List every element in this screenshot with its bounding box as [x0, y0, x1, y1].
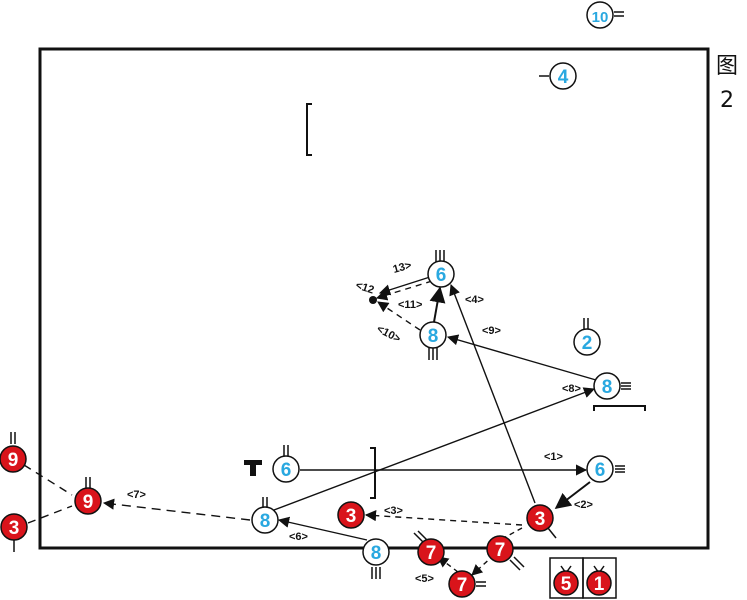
blue-player-6-left: 6 [272, 455, 300, 483]
red-player-3-mid: 3 [337, 501, 365, 529]
path-2-line [554, 481, 591, 509]
red-player-7-c: 7 [448, 570, 476, 598]
path-6-line [277, 516, 368, 541]
path-label-6: <6> [289, 531, 308, 543]
bracket-screen [370, 447, 376, 499]
svg-text:7: 7 [457, 575, 468, 596]
bracket-top [306, 103, 312, 156]
path-label-11: <11> [398, 299, 422, 311]
svg-text:8: 8 [260, 511, 271, 532]
blue-player-8-baseline: 8 [362, 538, 390, 566]
t-marker-icon [244, 460, 262, 476]
red-player-9-outside: 9 [0, 445, 27, 473]
blue-player-8-right: 8 [593, 372, 621, 400]
blue-player-8-bottom: 8 [251, 506, 279, 534]
red-player-9: 9 [74, 487, 102, 515]
blue-player-4: 4 [549, 62, 577, 90]
blue-player-6-right: 6 [586, 455, 614, 483]
svg-text:3: 3 [535, 509, 546, 530]
path-7-line [102, 498, 251, 521]
path-label-4: <4> [465, 294, 484, 306]
path-4-line [449, 283, 536, 504]
path-9-line [446, 334, 597, 381]
svg-text:10: 10 [592, 9, 609, 26]
player-ticks [10, 11, 631, 587]
svg-text:9: 9 [8, 450, 19, 471]
path-labels: <1> <2> <3> <4> <5> <6> <7> <8> <9> <10>… [127, 259, 593, 585]
path-out9-line [23, 464, 73, 496]
figure-label-char: 图 [715, 54, 738, 79]
svg-text:6: 6 [595, 460, 606, 481]
blue-player-6-top: 6 [427, 260, 455, 288]
svg-text:6: 6 [436, 265, 447, 286]
svg-text:4: 4 [558, 67, 569, 88]
ball-icon [369, 296, 377, 304]
svg-text:8: 8 [371, 543, 382, 564]
blue-player-10: 10 [586, 1, 614, 29]
red-player-3-outside: 3 [0, 513, 28, 541]
path-8-line [273, 387, 596, 511]
path-label-10: <10> [375, 323, 403, 345]
path-label-13: 13> [392, 259, 413, 275]
svg-text:6: 6 [281, 460, 292, 481]
path-out3-line [27, 505, 73, 524]
path-label-2: <2> [574, 499, 593, 511]
svg-text:8: 8 [602, 377, 613, 398]
path-label-5: <5> [415, 573, 434, 585]
path-label-8: <8> [562, 383, 581, 395]
path-12-line [375, 280, 433, 301]
path-label-7: <7> [127, 489, 146, 501]
path-label-1: <1> [544, 451, 563, 463]
red-player-7-b: 7 [486, 535, 514, 563]
red-player-1-bench: 1 [586, 570, 612, 596]
bracket-right [593, 405, 646, 411]
path-13-line [378, 276, 431, 296]
blue-player-2: 2 [573, 328, 601, 356]
red-player-3-right: 3 [526, 504, 554, 532]
path-label-12: <12 [354, 279, 375, 296]
blue-players: 10 4 6 2 8 8 6 6 8 8 [251, 1, 621, 566]
figure-label: 图 2 [712, 50, 742, 118]
svg-text:5: 5 [561, 574, 572, 595]
bench-box-1 [582, 557, 617, 599]
path-3-line [364, 510, 523, 526]
path-11-line [429, 286, 446, 323]
svg-text:1: 1 [594, 574, 605, 595]
svg-text:7: 7 [426, 543, 437, 564]
svg-text:3: 3 [346, 506, 357, 527]
svg-text:7: 7 [495, 540, 506, 561]
red-players: 9 9 3 3 3 7 7 7 5 1 [0, 445, 612, 598]
svg-text:9: 9 [83, 492, 94, 513]
path-label-3: <3> [384, 505, 403, 517]
path-label-9: <9> [482, 325, 501, 337]
red-player-5-bench: 5 [553, 570, 579, 596]
svg-text:3: 3 [9, 518, 20, 539]
blue-player-8-mid: 8 [419, 321, 447, 349]
svg-text:8: 8 [428, 326, 439, 347]
svg-text:2: 2 [582, 333, 593, 354]
red-player-7-a: 7 [417, 538, 445, 566]
figure-label-number: 2 [720, 88, 734, 113]
path-10-line [377, 301, 421, 331]
